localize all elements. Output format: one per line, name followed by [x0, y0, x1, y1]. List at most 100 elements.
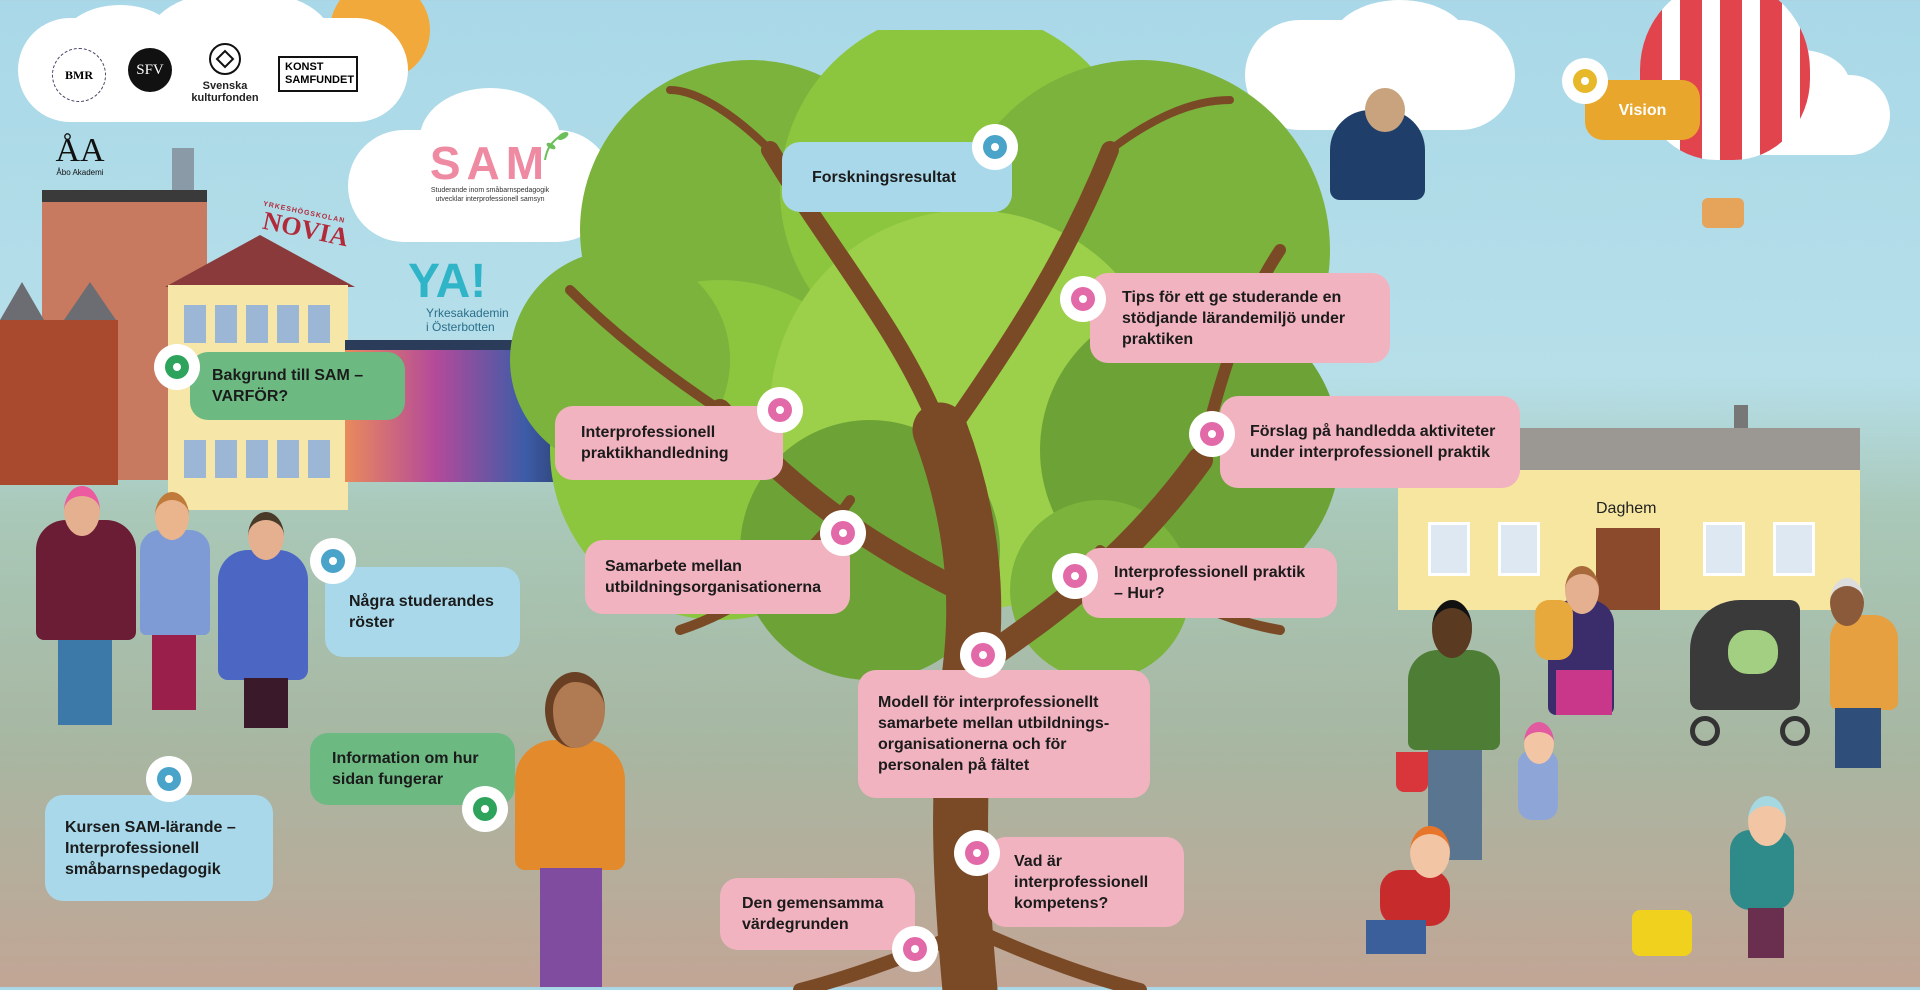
samarbete-link[interactable]: Samarbete mellan utbildningsorganisation… [585, 540, 850, 614]
stroller-baby [1728, 630, 1778, 674]
red-bucket [1396, 752, 1428, 792]
cloud-right-bump [1330, 0, 1470, 90]
studerandes-roster-link[interactable]: Några studerandes röster [325, 567, 520, 657]
person-with-toddler-skirt [1556, 670, 1612, 715]
forskningsresultat-link[interactable]: Forskningsresultat [782, 142, 1012, 212]
child-teal-coat-head [1748, 796, 1786, 846]
person-elderly [1830, 615, 1898, 710]
sam-logo-title: SAM [429, 137, 551, 189]
novia-roof [165, 235, 355, 287]
svenska-kulturfonden-logo[interactable]: Svenska kulturfonden [190, 42, 260, 104]
green-dot-icon [165, 355, 189, 379]
kulturfonden-logo-text: Svenska kulturfonden [191, 80, 259, 104]
information-hotspot[interactable] [462, 786, 508, 832]
daghem-building: Daghem [1398, 470, 1860, 610]
kursen-hotspot[interactable] [146, 756, 192, 802]
pink-dot-icon [965, 841, 989, 865]
bakgrund-link[interactable]: Bakgrund till SAM – VARFÖR? [190, 352, 405, 420]
praktikhandledning-hotspot[interactable] [757, 387, 803, 433]
child-running-legs [1366, 920, 1426, 954]
pink-dot-icon [1063, 564, 1087, 588]
vardegrunden-link[interactable]: Den gemensamma värdegrunden [720, 878, 915, 950]
bmr-logo-text: BMR [65, 67, 93, 82]
forskningsresultat-hotspot[interactable] [972, 124, 1018, 170]
tips-link[interactable]: Tips för ett ge studerande en stödjande … [1090, 273, 1390, 363]
child-running [1380, 870, 1450, 926]
daghem-chimney [1734, 405, 1748, 435]
person-green-sweater [1408, 650, 1500, 750]
konst-samfundet-logo[interactable]: KONST SAMFUNDET [278, 56, 358, 92]
forslag-link[interactable]: Förslag på handledda aktiviteter under i… [1220, 396, 1520, 488]
bmr-logo[interactable]: BMR [52, 48, 106, 102]
person-blue-sweater [140, 530, 210, 635]
pink-dot-icon [1200, 422, 1224, 446]
kulturfonden-knot-icon [209, 43, 241, 75]
daghem-sign: Daghem [1596, 500, 1657, 517]
ya-logo[interactable]: YA! Yrkesakademin i Österbotten [408, 258, 518, 343]
person-blue-dress [218, 550, 308, 680]
sam-logo[interactable]: SAM Studerande inom småbarnspedagogik ut… [415, 140, 565, 220]
daghem-window [1703, 522, 1745, 576]
blue-dot-icon [983, 135, 1007, 159]
person-blue-sweater-head [155, 492, 189, 540]
person-blue-dress-legs [244, 678, 288, 728]
red-house-left [0, 320, 118, 485]
daghem-window [1498, 522, 1540, 576]
modell-hotspot[interactable] [960, 632, 1006, 678]
vad-ar-hotspot[interactable] [954, 830, 1000, 876]
child-blue-coat-head [1524, 722, 1554, 764]
vad-ar-link[interactable]: Vad är interprofessionell kompetens? [988, 837, 1184, 927]
person-orange-sweater-head [545, 672, 605, 748]
blue-dot-icon [321, 549, 345, 573]
person-pink-hair [36, 520, 136, 640]
person-blue-sweater-legs [152, 635, 196, 710]
abo-tower [172, 148, 194, 193]
praktik-hur-hotspot[interactable] [1052, 553, 1098, 599]
person-pink-hair-legs [58, 640, 112, 725]
toy-excavator [1632, 910, 1692, 956]
novia-windows-top [184, 305, 334, 343]
bakgrund-hotspot[interactable] [154, 344, 200, 390]
sfv-logo[interactable]: SFV [128, 48, 172, 92]
child-running-head [1410, 826, 1450, 878]
vision-hotspot[interactable] [1562, 58, 1608, 104]
child-teal-coat-legs [1748, 908, 1784, 958]
balloon-basket [1702, 198, 1744, 228]
person-elderly-legs [1835, 708, 1881, 768]
kursen-link[interactable]: Kursen SAM-lärande – Interprofessionell … [45, 795, 273, 901]
samarbete-hotspot[interactable] [820, 510, 866, 556]
pink-dot-icon [831, 521, 855, 545]
yellow-dot-icon [1573, 69, 1597, 93]
sfv-logo-text: SFV [136, 61, 164, 78]
person-orange-sweater-legs [540, 868, 602, 987]
person-blue-dress-head [248, 512, 284, 560]
studerandes-roster-hotspot[interactable] [310, 538, 356, 584]
abo-akademi-glyph: ÅA [55, 132, 105, 169]
ya-logo-title: YA! [408, 255, 487, 308]
modell-link[interactable]: Modell för interprofessionellt samarbete… [858, 670, 1150, 798]
pink-dot-icon [768, 398, 792, 422]
daghem-door[interactable] [1596, 528, 1660, 610]
stroller-wheel [1780, 716, 1810, 746]
red-roof-mid [64, 282, 116, 320]
pink-dot-icon [971, 643, 995, 667]
sprout-icon [544, 132, 569, 161]
ya-logo-subtitle: Yrkesakademin i Österbotten [426, 306, 509, 334]
tips-hotspot[interactable] [1060, 276, 1106, 322]
abo-akademi-logo[interactable]: ÅA Åbo Akademi [50, 134, 110, 194]
vardegrunden-hotspot[interactable] [892, 926, 938, 972]
forslag-hotspot[interactable] [1189, 411, 1235, 457]
toddler [1535, 600, 1573, 660]
tree-illustration [510, 30, 1340, 990]
praktikhandledning-link[interactable]: Interprofessionell praktikhandledning [555, 406, 783, 480]
praktik-hur-link[interactable]: Interprofessionell praktik – Hur? [1082, 548, 1337, 618]
red-roof-left [0, 282, 44, 320]
stroller-wheel [1690, 716, 1720, 746]
person-green-sweater-head [1432, 600, 1472, 658]
sam-logo-subtitle: Studerande inom småbarnspedagogik utveck… [430, 187, 550, 203]
novia-windows-bottom [184, 440, 334, 478]
abo-akademi-text: Åbo Akademi [56, 168, 104, 177]
green-dot-icon [473, 797, 497, 821]
blue-dot-icon [157, 767, 181, 791]
person-orange-sweater [515, 740, 625, 870]
